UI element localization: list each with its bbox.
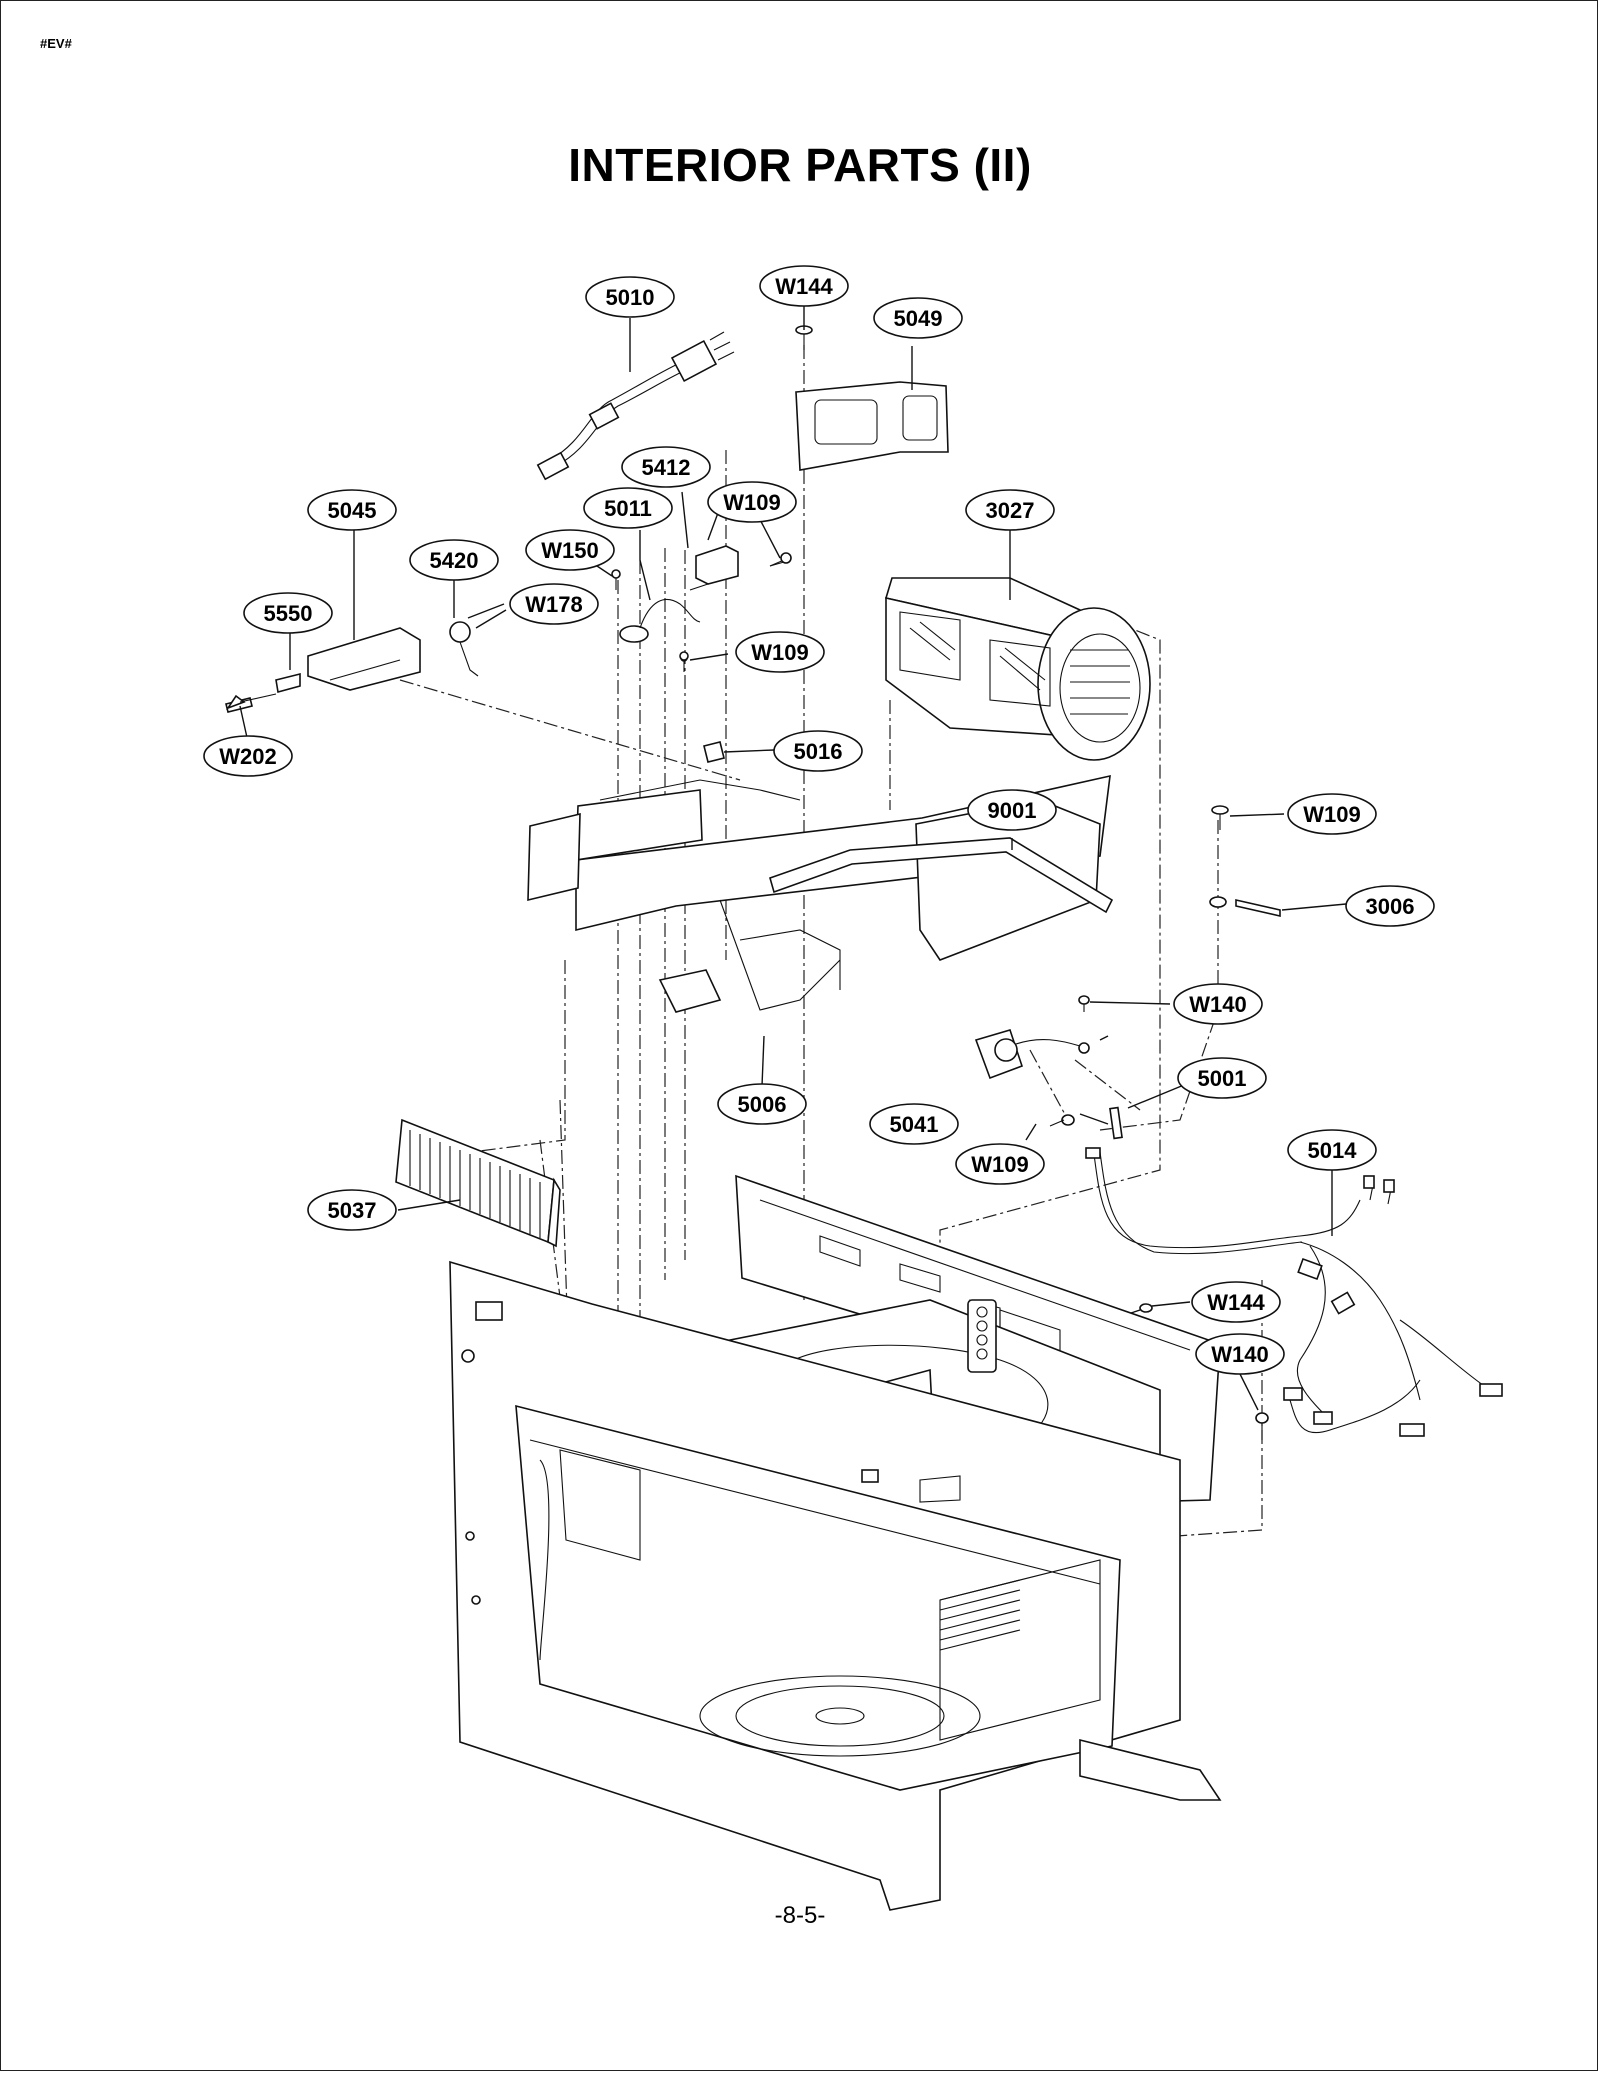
callout-w202-label: W202 bbox=[219, 744, 276, 769]
interlock-switch-part bbox=[689, 545, 792, 591]
callout-5016: 5016 bbox=[773, 730, 863, 772]
wire-harness-part bbox=[1085, 1147, 1503, 1437]
page-number: -8-5- bbox=[774, 1902, 826, 1929]
callout-5010-label: 5010 bbox=[606, 285, 655, 310]
callout-5049: 5049 bbox=[873, 297, 963, 339]
callout-w150: W150 bbox=[525, 529, 615, 571]
bracket-assembly-part bbox=[225, 621, 479, 713]
callout-5045: 5045 bbox=[307, 489, 397, 531]
callout-w109-mid: W109 bbox=[735, 631, 825, 673]
oven-cavity-part bbox=[449, 1174, 1222, 1911]
callout-w109-right-label: W109 bbox=[1303, 802, 1360, 827]
callout-5049-label: 5049 bbox=[894, 306, 943, 331]
leader-lines bbox=[239, 306, 1347, 1411]
callout-w202: W202 bbox=[203, 735, 293, 777]
callout-5014-label: 5014 bbox=[1308, 1138, 1358, 1163]
blower-fan-part bbox=[884, 577, 1151, 761]
pin-part bbox=[1109, 1106, 1123, 1140]
callout-5041: 5041 bbox=[869, 1103, 959, 1145]
callout-3027-label: 3027 bbox=[986, 498, 1035, 523]
callout-5006-label: 5006 bbox=[738, 1092, 787, 1117]
callout-w144-top: W144 bbox=[759, 265, 849, 307]
small-motor-part bbox=[974, 1029, 1090, 1080]
document-code: #EV# bbox=[40, 36, 72, 51]
screw-w202 bbox=[225, 693, 277, 710]
screw-w109-top bbox=[769, 561, 785, 567]
callout-5011: 5011 bbox=[583, 487, 673, 529]
callout-5420-label: 5420 bbox=[430, 548, 479, 573]
callout-5016-label: 5016 bbox=[794, 739, 843, 764]
callout-5006: 5006 bbox=[717, 1083, 807, 1125]
callout-w109-bottom: W109 bbox=[955, 1143, 1045, 1185]
gasket-strip-part bbox=[769, 837, 1114, 914]
callout-9001: 9001 bbox=[967, 789, 1057, 831]
callout-w144-bottom-label: W144 bbox=[1207, 1290, 1265, 1315]
callout-w150-label: W150 bbox=[541, 538, 598, 563]
callout-w140-bottom: W140 bbox=[1195, 1333, 1285, 1375]
callout-5550: 5550 bbox=[243, 592, 333, 634]
callout-w144-top-label: W144 bbox=[775, 274, 833, 299]
thermal-cutout-part bbox=[680, 654, 725, 763]
bracket-part bbox=[795, 381, 949, 471]
screws bbox=[225, 325, 1269, 1440]
filter-part bbox=[395, 1118, 561, 1248]
screw-w109-bottom bbox=[1049, 1114, 1075, 1127]
callout-5010: 5010 bbox=[585, 276, 675, 318]
callout-w109-mid-label: W109 bbox=[751, 640, 808, 665]
callout-w178: W178 bbox=[509, 583, 599, 625]
callout-5041-label: 5041 bbox=[890, 1112, 939, 1137]
screw-w109-mid bbox=[679, 651, 689, 672]
callout-5045-label: 5045 bbox=[328, 498, 377, 523]
page-title: INTERIOR PARTS (II) bbox=[568, 139, 1032, 191]
callout-w144-bottom: W144 bbox=[1191, 1281, 1281, 1323]
rod-part bbox=[1209, 896, 1281, 918]
callout-w178-label: W178 bbox=[525, 592, 582, 617]
callout-9001-label: 9001 bbox=[988, 798, 1037, 823]
callouts: 5010 W144 5049 5412 5045 5011 W109 3027 bbox=[203, 265, 1435, 1375]
callout-3006-label: 3006 bbox=[1366, 894, 1415, 919]
callout-5412-label: 5412 bbox=[642, 455, 691, 480]
callout-5014: 5014 bbox=[1287, 1129, 1377, 1171]
callout-3006: 3006 bbox=[1345, 885, 1435, 927]
screw-w140-bottom bbox=[1255, 1412, 1269, 1440]
screw-w140-right bbox=[1078, 995, 1090, 1012]
callout-5037: 5037 bbox=[307, 1189, 397, 1231]
callout-w109-right: W109 bbox=[1287, 793, 1377, 835]
callout-5001-label: 5001 bbox=[1198, 1066, 1247, 1091]
callout-5412: 5412 bbox=[621, 446, 711, 488]
callout-5011-label: 5011 bbox=[604, 496, 652, 521]
screw-w109-right bbox=[1211, 805, 1229, 830]
callout-w140-right: W140 bbox=[1173, 983, 1263, 1025]
callout-w140-bottom-label: W140 bbox=[1211, 1342, 1268, 1367]
callout-5037-label: 5037 bbox=[328, 1198, 377, 1223]
callout-5550-label: 5550 bbox=[264, 601, 313, 626]
callout-5001: 5001 bbox=[1177, 1057, 1267, 1099]
callout-3027: 3027 bbox=[965, 489, 1055, 531]
callout-w140-right-label: W140 bbox=[1189, 992, 1246, 1017]
callout-w109-bottom-label: W109 bbox=[971, 1152, 1028, 1177]
callout-w109-top-label: W109 bbox=[723, 490, 780, 515]
thermostat-part bbox=[611, 569, 701, 643]
callout-5420: 5420 bbox=[409, 539, 499, 581]
power-cord-part bbox=[536, 331, 735, 481]
callout-w109-top: W109 bbox=[707, 481, 797, 523]
